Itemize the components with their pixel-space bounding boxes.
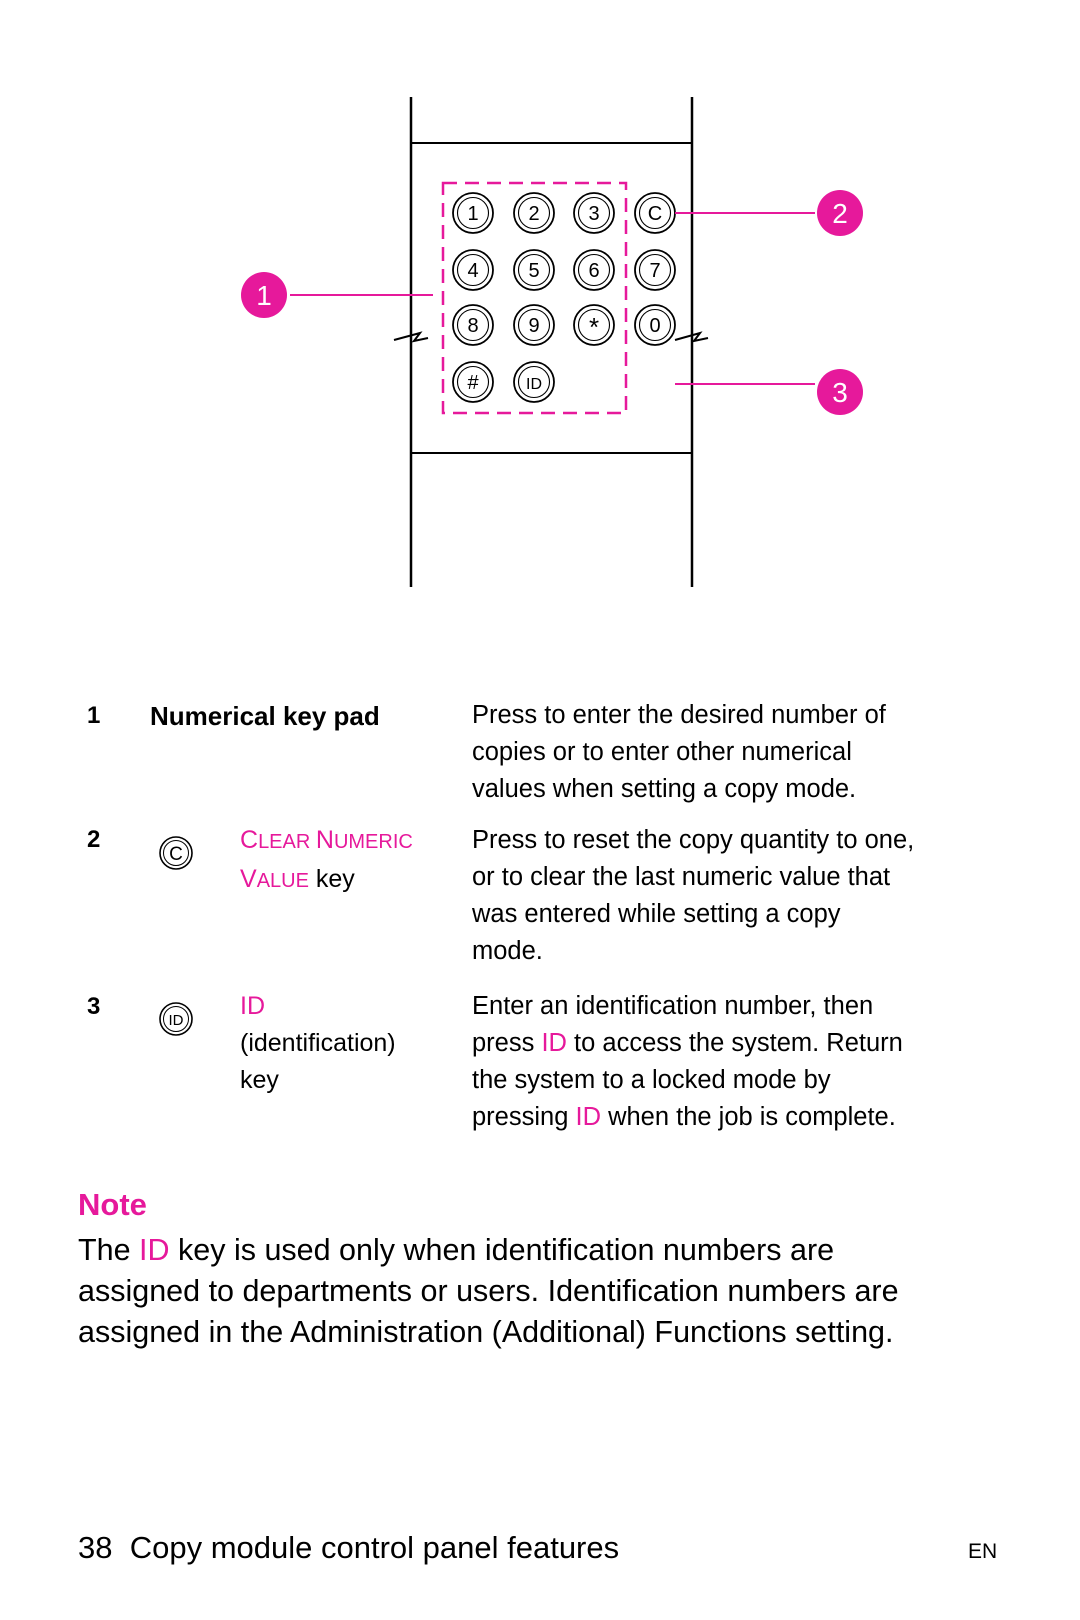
row-3-desc-line: press ID to access the system. Return: [472, 1025, 992, 1062]
term-smallcaps: C: [240, 826, 259, 854]
keypad-key-label: 9: [528, 315, 539, 337]
row-1-term: Numerical key pad: [150, 701, 380, 731]
keypad-key: 8: [452, 304, 494, 346]
row-1-desc-line: values when setting a copy mode.: [472, 775, 857, 803]
keypad-key: 5: [513, 249, 555, 291]
callout-1: 1: [241, 272, 287, 318]
row-3-desc-line: pressing ID when the job is complete.: [472, 1099, 992, 1136]
note-line: The ID key is used only when identificat…: [78, 1230, 1038, 1271]
row-1-desc-line: Press to enter the desired number of: [472, 701, 886, 729]
keypad-key: *: [573, 304, 615, 346]
keypad-key-label: 4: [467, 260, 478, 282]
keypad-key: 9: [513, 304, 555, 346]
keypad-key-label: #: [467, 372, 479, 394]
id-highlight: ID: [575, 1103, 601, 1131]
row-2-description: Press to reset the copy quantity to one,…: [472, 822, 992, 970]
callout-1-label: 1: [256, 280, 272, 311]
keypad-key-label: 1: [467, 203, 478, 225]
callout-3-label: 3: [832, 377, 848, 408]
keypad-key: 2: [513, 192, 555, 234]
keypad-key: 4: [452, 249, 494, 291]
keypad-key-label: C: [648, 203, 662, 225]
row-1-desc-line: copies or to enter other numerical: [472, 738, 852, 766]
row-1-description: Press to enter the desired number of cop…: [472, 697, 992, 808]
id-highlight: ID: [541, 1029, 567, 1057]
keypad-key: #: [452, 361, 494, 403]
term-smallcaps: ALUE: [256, 870, 309, 892]
row-2-desc-line: Press to reset the copy quantity to one,: [472, 826, 915, 854]
keypad-key-label: 7: [649, 260, 660, 282]
keypad-key: 1: [452, 192, 494, 234]
row-3-term-id: ID: [240, 992, 265, 1020]
keypad-key: 7: [634, 249, 676, 291]
callout-2-label: 2: [832, 198, 848, 229]
language-code: EN: [968, 1540, 998, 1563]
term-smallcaps: LEAR: [258, 831, 316, 853]
row-2-number: 2: [87, 826, 101, 853]
note-heading: Note: [78, 1187, 147, 1222]
keypad-key-label: 2: [528, 203, 539, 225]
keypad-key: C: [634, 192, 676, 234]
callout-3: 3: [817, 369, 863, 415]
keypad-key-label: 6: [588, 260, 599, 282]
note-text: The: [78, 1233, 140, 1267]
desc-text: pressing: [472, 1103, 576, 1131]
row-2-desc-line: was entered while setting a copy: [472, 900, 841, 928]
note-line: assigned in the Administration (Addition…: [78, 1315, 894, 1349]
row-2-term: CLEAR NUMERIC VALUE key: [240, 822, 450, 900]
keypad-diagram: 1 2 3 C 4 5 6 7 8 9 * 0 # ID 1 2 3: [241, 97, 863, 587]
page-footer: 38 Copy module control panel features: [78, 1530, 619, 1566]
page-number: 38: [78, 1530, 113, 1565]
desc-text: when the job is complete.: [600, 1103, 896, 1131]
row-2-desc-line: or to clear the last numeric value that: [472, 863, 891, 891]
row-3-term: ID (identification) key: [240, 988, 450, 1099]
term-smallcaps: UMERIC: [333, 831, 413, 853]
keypad-key-label: ID: [526, 376, 542, 393]
term-plain: key: [308, 865, 355, 893]
keypad-key: 0: [634, 304, 676, 346]
row-3-desc-line: the system to a locked mode by: [472, 1066, 831, 1094]
id-key-icon: ID: [159, 1002, 193, 1036]
term-smallcaps: N: [315, 826, 334, 854]
callout-2: 2: [817, 190, 863, 236]
note-body: The ID key is used only when identificat…: [78, 1230, 1038, 1353]
keypad-key: ID: [513, 361, 555, 403]
row-3-description: Enter an identification number, then pre…: [472, 988, 992, 1136]
keypad-key: 6: [573, 249, 615, 291]
term-smallcaps: V: [240, 865, 257, 893]
note-line: assigned to departments or users. Identi…: [78, 1274, 899, 1308]
id-highlight: ID: [139, 1233, 170, 1267]
desc-text: to access the system. Return: [566, 1029, 903, 1057]
id-key-icon-label: ID: [169, 1012, 184, 1029]
clear-key-icon-label: C: [169, 844, 183, 865]
keypad-key-label: 8: [467, 315, 478, 337]
keypad-key-label: *: [589, 312, 599, 342]
row-3-number: 3: [87, 993, 101, 1020]
row-3-term-line: (identification): [240, 1029, 396, 1057]
keypad-key: 3: [573, 192, 615, 234]
row-2-desc-line: mode.: [472, 937, 543, 965]
row-3-desc-line: Enter an identification number, then: [472, 992, 874, 1020]
keypad-key-label: 3: [588, 203, 599, 225]
section-title: Copy module control panel features: [129, 1530, 620, 1565]
keypad-key-label: 0: [649, 315, 660, 337]
note-text: key is used only when identification num…: [169, 1233, 835, 1267]
row-3-term-line: key: [240, 1066, 279, 1094]
row-1-number: 1: [87, 702, 101, 729]
keypad-key-label: 5: [528, 260, 539, 282]
clear-key-icon: C: [159, 836, 193, 870]
desc-text: press: [472, 1029, 542, 1057]
